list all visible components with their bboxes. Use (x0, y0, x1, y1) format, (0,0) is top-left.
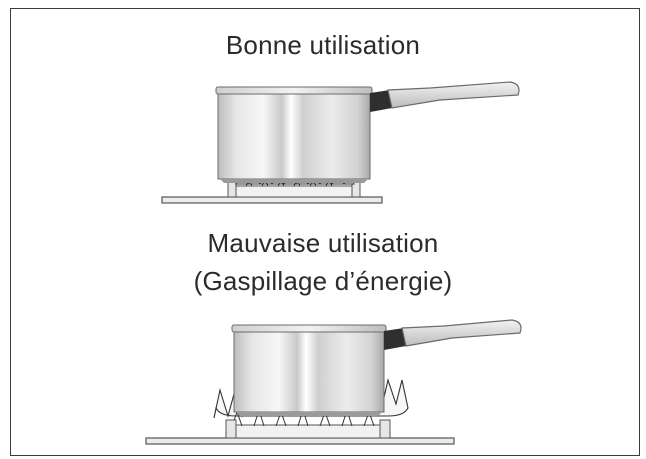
pot-base (220, 179, 368, 183)
good-use-label: Bonne utilisation (225, 30, 421, 60)
pot-handle (387, 81, 520, 109)
bad-use-pot (145, 319, 522, 445)
bad-use-label-line2: (Gaspillage d’énergie) (193, 266, 453, 296)
handle-bracket (370, 90, 392, 112)
pot-rim (231, 324, 387, 333)
bad-use-label-line1: Mauvaise utilisation (207, 228, 439, 258)
stovetop-bottom (145, 437, 455, 445)
pot-handle (401, 319, 522, 347)
pot-rim (215, 86, 373, 95)
pot-body (233, 329, 385, 413)
handle-bracket (384, 328, 406, 350)
stovetop-top (161, 196, 383, 204)
good-use-pot (161, 81, 520, 204)
pot-body (217, 91, 371, 180)
pot-base (236, 412, 382, 416)
